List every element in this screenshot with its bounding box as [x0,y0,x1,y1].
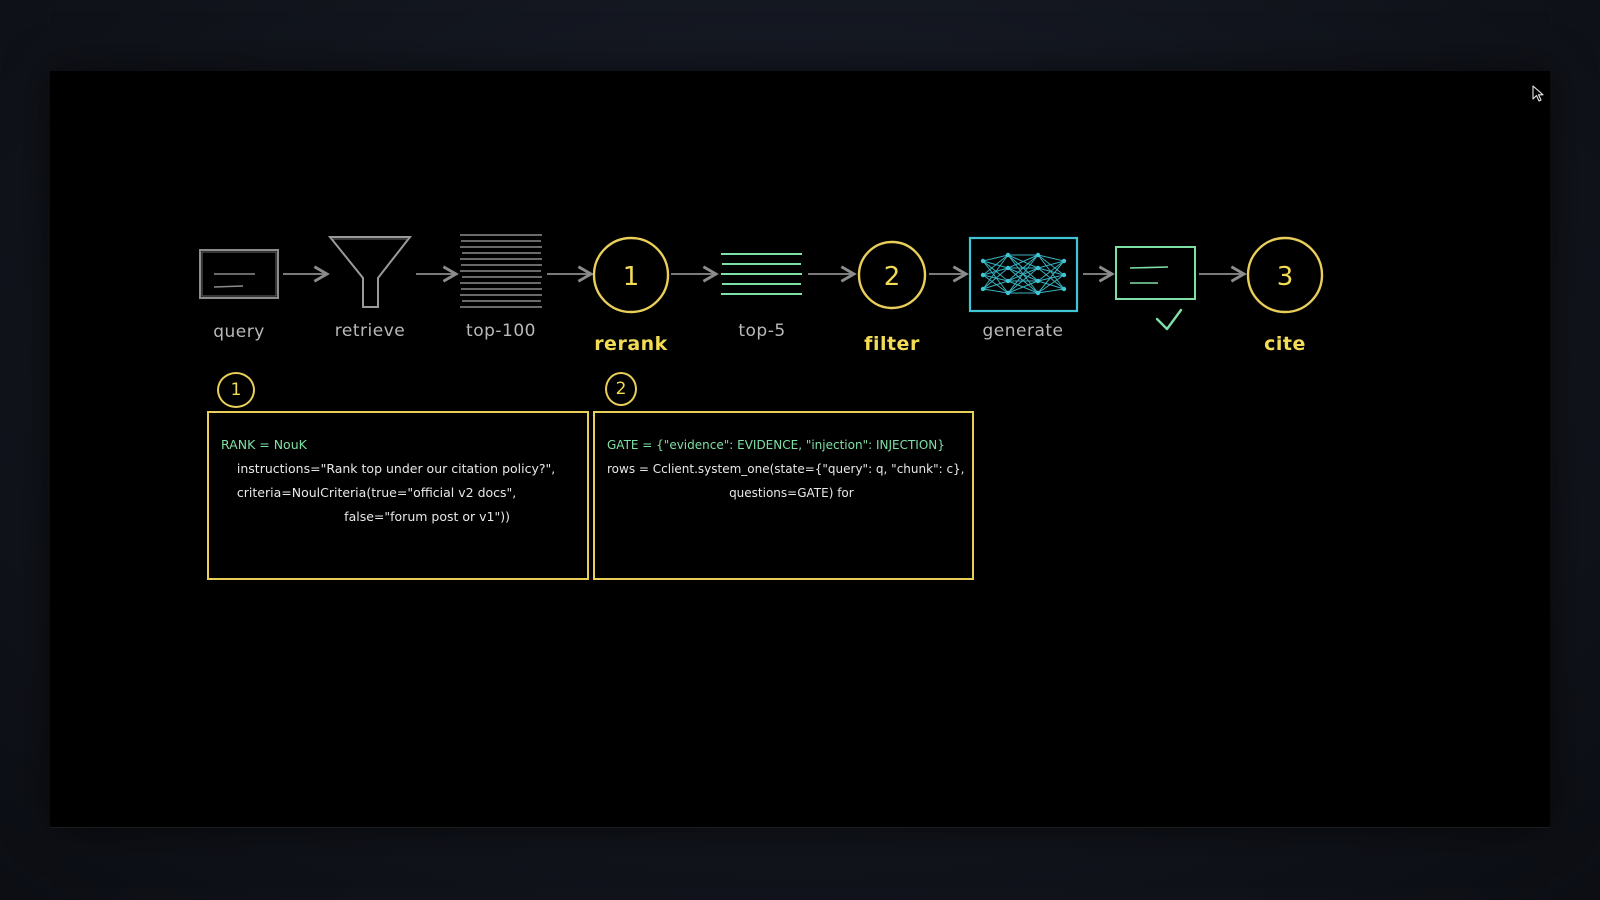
mouse-cursor-icon [1532,85,1544,102]
step-label-rerank: rerank [594,333,668,355]
step-label-top5: top-5 [738,321,786,341]
step-label-retrieve: retrieve [334,321,406,341]
query-document-icon [199,249,279,299]
neural-network-icon [968,236,1079,313]
diagram-canvas: 1 2 [50,71,1550,828]
step-label-query: query [213,322,265,342]
rerank-step-number: 1 [623,262,640,292]
code-line: RANK = NouK [221,437,307,452]
filter-step-circle: 2 [857,240,927,310]
code-line: GATE = {"evidence": EVIDENCE, "injection… [607,438,945,452]
code-line: criteria=NoulCriteria(true="official v2 … [221,485,517,500]
cite-step-number: 3 [1277,262,1294,292]
pipeline-diagram: 1 2 [199,234,1324,331]
canvas-bottom-edge [50,827,1550,828]
top5-list-icon [721,253,802,295]
filter-step-number: 2 [884,262,901,292]
step-label-cite: cite [1264,333,1306,355]
rerank-step-circle: 1 [592,236,670,314]
note-badge-1: 1 [217,372,255,408]
code-line: false="forum post or v1")) [221,509,510,524]
top100-list-icon [460,234,542,308]
step-label-top100: top-100 [466,321,536,341]
note-badge-2: 2 [605,372,637,406]
filter-code-note: GATE = {"evidence": EVIDENCE, "injection… [593,411,974,580]
code-line: rows = Cclient.system_one(state={"query"… [607,462,965,476]
funnel-icon [327,236,413,308]
output-document-icon [1115,246,1196,300]
check-icon [1155,308,1183,331]
code-line: instructions="Rank top under our citatio… [221,461,556,476]
step-label-generate: generate [982,321,1064,341]
rerank-code-note: RANK = NouK instructions="Rank top under… [207,411,589,580]
code-line: questions=GATE) for [607,486,854,500]
cite-step-circle: 3 [1246,236,1324,314]
step-label-filter: filter [864,333,920,355]
